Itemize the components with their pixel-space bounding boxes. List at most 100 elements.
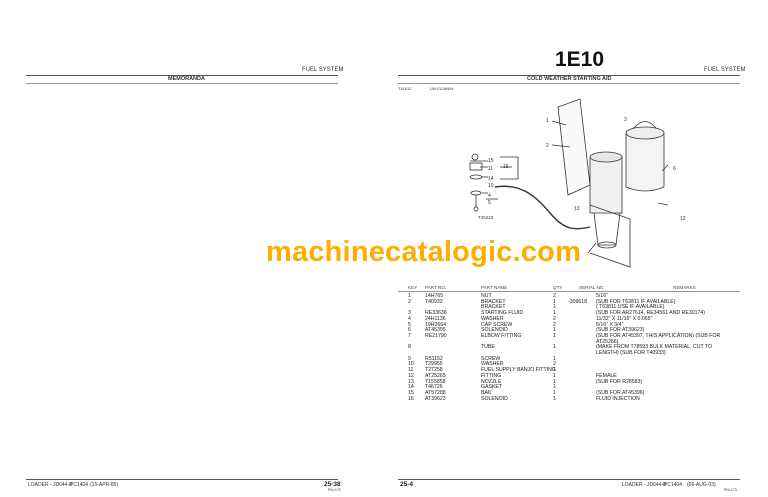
part-name: GASKET [481,384,503,391]
part-remarks: FEMALE [596,372,617,379]
part-name: BRACKET [481,304,506,311]
part-key: 16 [408,395,414,402]
col-part-no: PART NO. [425,285,447,290]
left-footer-pc: PC1404 [70,482,89,488]
part-qty: 1 [553,304,556,311]
part-qty: 1 [553,389,556,396]
part-name: NUT [481,293,492,299]
part-number: 19H2664 [425,321,447,328]
callout-15: 15 [488,158,494,164]
part-key: 8 [408,344,411,351]
part-key: 7 [408,332,411,339]
part-qty: 2 [553,361,556,368]
part-number: T29955 [425,361,443,368]
callout-3: 3 [624,117,627,123]
part-number: T27258 [425,367,443,374]
part-qty: 1 [553,344,556,351]
right-footer-rule [398,479,740,480]
part-remarks: (SUB FOR R28583) [596,378,643,385]
part-key: 2 [408,298,411,305]
right-ref-left: T41612 [398,86,412,91]
parts-row: 15 AT57288 BAIL 1 (SUB FOR AT45396) [408,390,738,396]
part-remarks: 11/32" X 11/16" X 0.065" [596,315,653,322]
left-heading: MEMORANDA [168,76,205,82]
callout-16: 16 [503,164,509,170]
parts-row: AT25266) [408,339,738,345]
part-key: 1 [408,293,411,299]
part-name: STARTING FLUID [481,310,524,317]
col-qty: QTY [553,285,563,290]
part-remarks: 5/16" X 3/4" [596,321,624,328]
col-part-name: PART NAME [481,285,508,290]
part-remarks: (MAKE FROM T78593 BULK MATERIAL, CUT TO [596,344,712,351]
part-key: 15 [408,389,414,396]
part-name: FITTING [481,372,502,379]
part-number: R51152 [425,355,443,362]
right-footer-model: LOADER - JD644-B [622,482,667,488]
part-number: RE21790 [425,332,447,339]
callout-12: 12 [680,216,686,222]
left-footer-date: (15-APR-85) [90,482,119,488]
col-key: KEY [408,285,418,290]
right-section-title: FUEL SYSTEM [704,67,746,73]
callout-14: 14 [488,176,494,182]
col-serial: SERIAL NO. [579,285,605,290]
left-section-title: FUEL SYSTEM [302,67,344,73]
part-remarks: LENGTH) (SUB FOR T40933) [596,350,666,356]
part-number: AT25265 [425,372,446,379]
part-qty: 2 [553,315,556,322]
part-qty: 1 [553,298,556,305]
col-remarks: REMARKS [673,285,696,290]
table-header-rule [398,291,740,292]
part-number: 24H1136 [425,315,446,322]
part-number: AT39623 [425,395,446,402]
part-key: 4 [408,315,411,322]
parts-row: BRACKET 1 ( T63811 USE IF AVAILABLE) [408,304,738,310]
left-heading-rule [26,83,338,84]
right-footer-pc: PC1404 [664,482,683,488]
part-qty: 1 [553,355,556,362]
part-number: 14H765 [425,293,444,299]
callout-10: 10 [488,183,494,189]
part-key: 5 [408,321,411,328]
part-remarks: (SUB FOR AT45396) [596,389,645,396]
part-key: 10 [408,361,414,368]
part-number: AT45395 [425,327,446,334]
callout-13: 13 [574,206,580,212]
part-qty: 1 [553,367,556,374]
part-number: T155858 [425,378,446,385]
left-header-rule [26,75,338,76]
part-qty: 2 [553,321,556,328]
part-qty: 1 [553,378,556,385]
part-key: 13 [408,378,414,385]
part-name: ELBOW FITTING [481,332,522,339]
figure-id: T45223 [478,215,494,220]
page-number-big: 1E10 [555,48,605,71]
parts-illustration [469,98,669,268]
part-number: AT57288 [425,389,446,396]
part-qty: 1 [553,327,556,334]
right-header-rule [398,75,740,76]
part-remarks: (SUB FOR AT45397, THIS APPLICATION) (SUB… [596,332,721,339]
part-remarks: ( T63811 USE IF AVAILABLE) [596,304,665,311]
right-heading-rule [398,83,740,84]
part-qty: 1 [553,372,556,379]
left-footer-model: LOADER - JD644-B [28,482,73,488]
part-name: BAIL [481,389,493,396]
part-number: RE33636 [425,310,447,317]
callout-2: 2 [546,143,549,149]
callout-5: 5 [488,200,491,206]
part-remarks: (SUB FOR AR27614, RE34561 AND RE30174) [596,310,705,317]
part-remarks: FLUID INJECTION [596,395,640,402]
